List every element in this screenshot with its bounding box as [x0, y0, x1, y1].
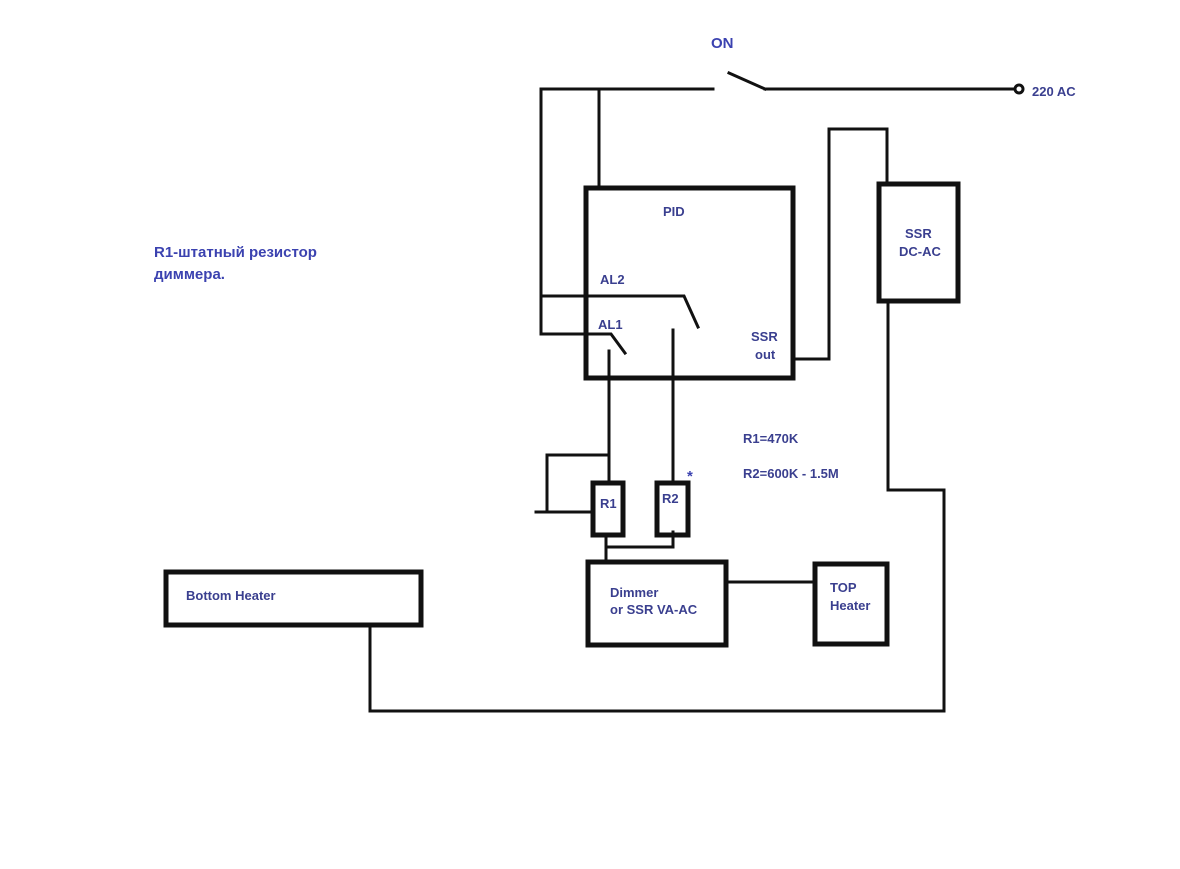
al1-switch	[539, 87, 628, 356]
ssr-box-label-2: DC-AC	[899, 244, 941, 259]
r1-value-label: R1=470K	[743, 431, 799, 446]
mains-label: 220 AC	[1032, 84, 1076, 99]
note-line-1: R1-штатный резистор	[154, 244, 317, 261]
r2-to-dimmer-wire	[604, 530, 675, 549]
top-heater-label-2: Heater	[830, 598, 870, 613]
on-label: ON	[711, 35, 734, 52]
ssr-out-label-1: SSR	[751, 329, 778, 344]
r1-resistor	[590, 480, 626, 538]
al2-label: AL2	[600, 272, 625, 287]
bottom-heater-label: Bottom Heater	[186, 588, 276, 603]
al2-switch	[539, 294, 700, 329]
note-line-2: диммера.	[154, 266, 225, 283]
r2-asterisk: *	[687, 468, 693, 485]
top-heater-label-1: TOP	[830, 580, 857, 595]
dimmer-box	[585, 559, 729, 648]
r2-label: R2	[662, 491, 679, 506]
ssr-dc-ac-box	[876, 181, 961, 304]
ssr-out-label-2: out	[755, 347, 776, 362]
top-heater-box	[812, 561, 890, 647]
r1-label: R1	[600, 496, 617, 511]
pid-box	[583, 185, 796, 381]
mains-terminal	[1013, 83, 1025, 95]
pid-label: PID	[663, 204, 685, 219]
pot-wiper-wire	[545, 453, 611, 514]
al1-label: AL1	[598, 317, 623, 332]
on-switch-blade	[727, 71, 767, 91]
ssr-control-wire	[791, 127, 889, 361]
dimmer-label-2: or SSR VA-AC	[610, 602, 698, 617]
r2-value-label: R2=600K - 1.5M	[743, 466, 839, 481]
mains-wire	[539, 71, 1025, 95]
dimmer-label-1: Dimmer	[610, 585, 658, 600]
ssr-box-label-1: SSR	[905, 226, 932, 241]
bottom-heater-box	[163, 569, 424, 628]
heater-return-wire	[368, 299, 946, 713]
